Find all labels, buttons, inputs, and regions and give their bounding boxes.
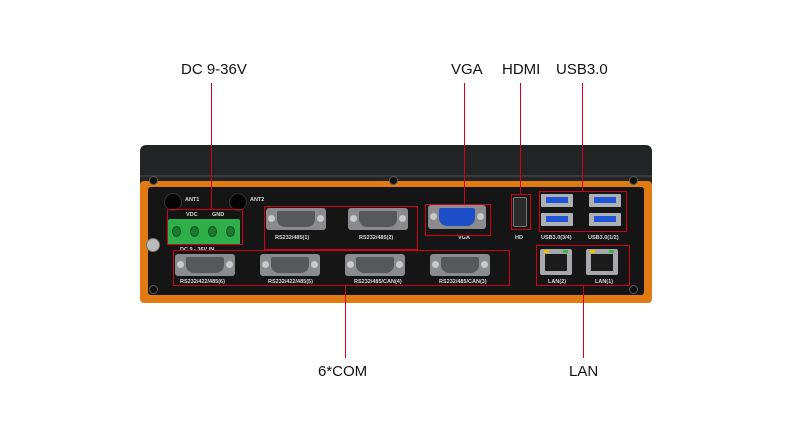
- usb-tongue: [594, 216, 616, 222]
- db9-socket: [356, 257, 394, 273]
- screw-icon: [149, 176, 158, 185]
- vga-port-label: VGA: [458, 235, 470, 241]
- com-port-3: [430, 254, 490, 276]
- callout-vga: VGA: [451, 61, 483, 78]
- db9-screw: [396, 261, 403, 268]
- db9-screw: [481, 261, 488, 268]
- db9-socket: [359, 211, 397, 227]
- db9-screw: [399, 215, 406, 222]
- com1-label: RS232/485(1): [275, 235, 310, 241]
- db9-screw: [350, 215, 357, 222]
- terminal-slot: [208, 226, 217, 237]
- highlight-com-row2: [173, 250, 510, 286]
- usb-port-1: [589, 194, 621, 207]
- vdc-label: VDC: [186, 212, 198, 218]
- db9-socket: [271, 257, 309, 273]
- lan2-label: LAN(2): [548, 279, 567, 285]
- lan-led: [544, 250, 549, 253]
- db9-socket: [441, 257, 479, 273]
- usb12-label: USB3.0(1/2): [588, 235, 619, 241]
- db9-screw: [262, 261, 269, 268]
- rj45-socket: [545, 254, 567, 271]
- screw-icon: [629, 285, 638, 294]
- lan-port-1: [586, 249, 618, 275]
- vga-screw: [430, 213, 437, 220]
- db9-screw: [268, 215, 275, 222]
- screw-icon: [149, 285, 158, 294]
- callout-lan: LAN: [569, 363, 599, 380]
- usb34-label: USB3.0(3/4): [541, 235, 572, 241]
- usb-tongue: [594, 197, 616, 203]
- db9-socket: [186, 257, 224, 273]
- screw-icon: [389, 176, 398, 185]
- terminal-slot: [190, 226, 199, 237]
- lan-led: [590, 250, 595, 253]
- leader-vga: [464, 83, 465, 204]
- usb-port-4: [541, 213, 573, 226]
- leader-usb: [582, 83, 583, 191]
- highlight-dc-terminal: [167, 209, 243, 245]
- leader-lan: [583, 286, 584, 358]
- gnd-label: GND: [212, 212, 225, 218]
- hdmi-port: [513, 197, 527, 227]
- com-port-4: [345, 254, 405, 276]
- com3-label: RS232/485/CAN(3): [439, 279, 487, 285]
- db9-screw: [317, 215, 324, 222]
- leader-dc: [211, 83, 212, 209]
- db9-screw: [226, 261, 233, 268]
- db9-screw: [311, 261, 318, 268]
- com-port-5: [260, 254, 320, 276]
- hdmi-port-label: HD: [515, 235, 523, 241]
- highlight-hdmi: [511, 194, 531, 230]
- usb-port-3: [541, 194, 573, 207]
- vga-screw: [477, 213, 484, 220]
- db9-screw: [432, 261, 439, 268]
- usb-tongue: [546, 197, 568, 203]
- leader-com: [345, 286, 346, 358]
- terminal-slot: [226, 226, 235, 237]
- highlight-vga: [425, 204, 491, 236]
- highlight-usb: [539, 191, 627, 232]
- dc-terminal-block: [168, 219, 240, 245]
- vga-socket: [439, 208, 475, 226]
- com-port-2: [348, 208, 408, 230]
- highlight-com-row1: [264, 206, 418, 250]
- com-port-6: [175, 254, 235, 276]
- callout-com: 6*COM: [318, 363, 368, 380]
- com4-label: RS232/485/CAN(4): [354, 279, 402, 285]
- ant2-label: ANT2: [250, 197, 265, 203]
- lan-port-2: [540, 249, 572, 275]
- callout-dc: DC 9-36V: [181, 61, 247, 78]
- com6-label: RS232/422/485(6): [180, 279, 225, 285]
- leader-hdmi: [520, 83, 521, 194]
- db9-socket: [277, 211, 315, 227]
- antenna-port-1: [164, 193, 182, 211]
- industrial-pc-rear-panel: ANT1 ANT2 VDC GND DC 9 - 36V IN RS232/48…: [140, 145, 652, 303]
- callout-usb: USB3.0: [556, 61, 608, 78]
- com-port-1: [266, 208, 326, 230]
- screw-icon: [629, 176, 638, 185]
- ant1-label: ANT1: [185, 197, 200, 203]
- usb-tongue: [546, 216, 568, 222]
- lan1-label: LAN(1): [595, 279, 614, 285]
- db9-screw: [177, 261, 184, 268]
- ground-screw-icon: [146, 238, 160, 252]
- lan-led: [609, 250, 614, 253]
- db9-screw: [347, 261, 354, 268]
- callout-hdmi: HDMI: [502, 61, 541, 78]
- com2-label: RS232/485(2): [359, 235, 394, 241]
- highlight-lan: [536, 245, 630, 286]
- usb-port-2: [589, 213, 621, 226]
- antenna-port-2: [229, 193, 247, 211]
- com5-label: RS232/422/485(5): [268, 279, 313, 285]
- terminal-slot: [172, 226, 181, 237]
- rj45-socket: [591, 254, 613, 271]
- lan-led: [563, 250, 568, 253]
- vga-port: [428, 205, 486, 229]
